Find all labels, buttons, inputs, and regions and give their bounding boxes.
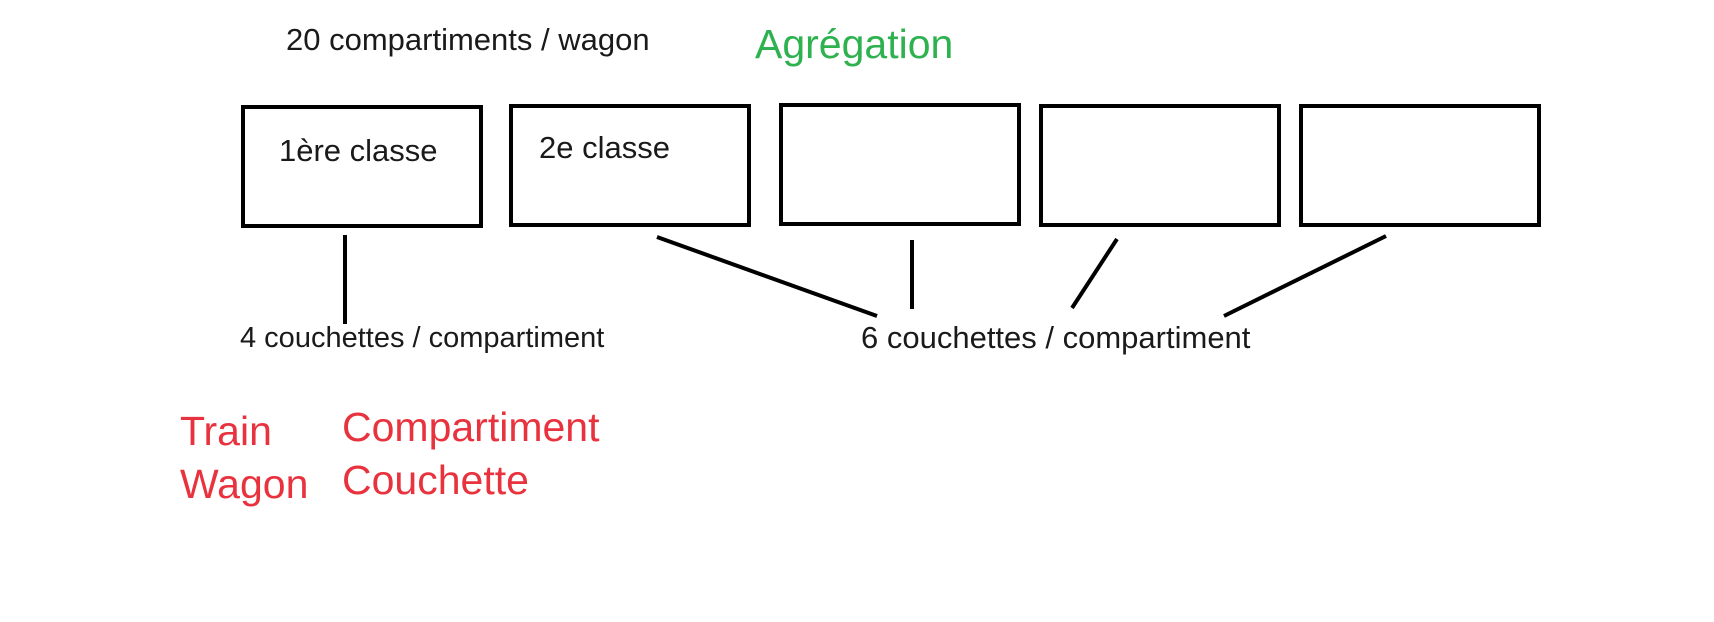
connector-line-wagon-4 bbox=[1070, 237, 1119, 310]
wagon-box-4 bbox=[1039, 104, 1281, 227]
class-name-train: Train bbox=[180, 408, 272, 454]
wagon-box-2: 2e classe bbox=[509, 104, 751, 227]
class-name-compartiment: Compartiment bbox=[342, 404, 600, 450]
wagon-box-3 bbox=[779, 103, 1021, 226]
wagon-label: 2e classe bbox=[539, 130, 670, 165]
class-name-couchette: Couchette bbox=[342, 457, 529, 503]
wagon-box-1: 1ère classe bbox=[241, 105, 483, 228]
wagon-box-5 bbox=[1299, 104, 1541, 227]
connector-line-wagon-2 bbox=[656, 235, 878, 318]
class-name-wagon: Wagon bbox=[180, 461, 309, 507]
aggregation-title: Agrégation bbox=[755, 21, 954, 67]
connector-line-wagon-5 bbox=[1223, 234, 1387, 318]
first-class-berths-label: 4 couchettes / compartiment bbox=[240, 322, 605, 354]
wagon-label: 1ère classe bbox=[279, 133, 438, 168]
other-berths-label: 6 couchettes / compartiment bbox=[861, 320, 1251, 355]
compartments-per-wagon-label: 20 compartiments / wagon bbox=[286, 22, 650, 57]
